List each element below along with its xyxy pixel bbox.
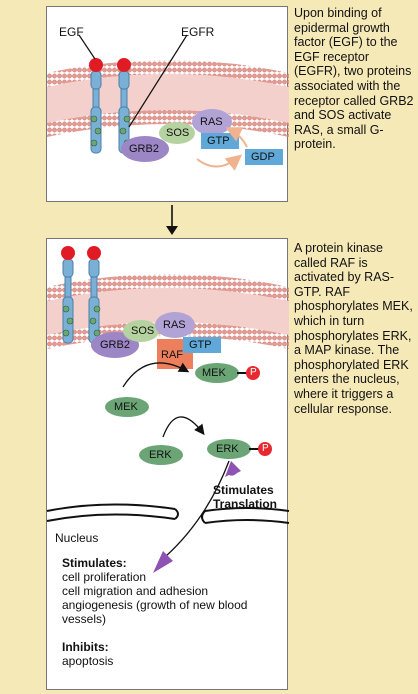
- inhibits-heading: Inhibits:: [62, 640, 109, 654]
- gtp-label: GTP: [207, 135, 230, 147]
- grb2-label: GRB2: [129, 143, 159, 155]
- gtp-box: [183, 337, 221, 353]
- stimulates-heading: Stimulates:: [62, 556, 127, 570]
- erk-label: ERK: [149, 449, 172, 461]
- egf-ligand-left: [61, 246, 75, 260]
- egf-label: EGF: [59, 25, 84, 39]
- translation-arrow: [225, 461, 241, 477]
- stimulates-translation-label-1: Stimulates: [213, 483, 274, 497]
- egf-pointer: [78, 34, 96, 60]
- inhibits-item: apoptosis: [62, 654, 114, 668]
- erk-phosphorylated-protein: [207, 439, 251, 459]
- cellular-response-list: Stimulates: cell proliferation cell migr…: [62, 556, 282, 668]
- mek-label: MEK: [114, 401, 138, 413]
- ras-protein: [192, 109, 232, 135]
- sos-protein: [123, 320, 159, 342]
- egf-ligand-left: [89, 58, 103, 72]
- mek-phosphorylated-label: MEK: [202, 367, 226, 379]
- cell-membrane: [47, 274, 289, 349]
- gdp-label: GDP: [251, 151, 275, 163]
- panel1-illustration: [47, 34, 289, 171]
- ras-label: RAS: [200, 116, 223, 128]
- egf-receptor-right: [117, 58, 131, 154]
- panel1-caption: Upon binding of epidermal growth factor …: [294, 6, 414, 152]
- erk-phosphate-label: P: [262, 443, 269, 454]
- raf-label: RAF: [161, 349, 183, 361]
- egf-ligand-right: [87, 246, 101, 260]
- nucleus-response-arrow: [153, 551, 173, 573]
- egfr-label: EGFR: [181, 25, 215, 39]
- mek-phosphorylated-protein: [195, 363, 239, 383]
- grb2-protein: [91, 332, 139, 358]
- stimulates-item: vessels): [62, 612, 107, 626]
- stimulates-translation-label-2: Translation: [213, 497, 278, 511]
- stimulates-item: angiogenesis (growth of new blood: [62, 598, 248, 612]
- erk-activation-arrow: [162, 416, 205, 438]
- panel-egf-binding: EGF EGFR GRB2 SOS RAS GTP GDP: [46, 6, 289, 202]
- gtp-label: GTP: [189, 339, 212, 351]
- erk-protein: [139, 445, 183, 465]
- mek-protein: [105, 397, 149, 417]
- erk-phosphate: [258, 442, 272, 456]
- mek-phosphate: [246, 366, 260, 380]
- nucleus-label: Nucleus: [55, 531, 99, 545]
- stimulates-item: cell proliferation: [62, 570, 147, 584]
- egfr-pointer: [128, 34, 188, 128]
- egf-ligand-right: [117, 58, 131, 72]
- gdp-gtp-exchange-arrow-2: [196, 154, 243, 171]
- nuclear-envelope: [46, 503, 290, 524]
- panel-mapk-cascade: GRB2 SOS RAS RAF GTP MEK MEK P ERK ERK P…: [46, 238, 290, 690]
- sos-protein: [159, 122, 195, 144]
- receptor-phosphates: [62, 305, 101, 337]
- sos-label: SOS: [166, 127, 190, 139]
- erk-phosphorylated-label: ERK: [216, 443, 239, 455]
- gdp-box: [245, 149, 283, 165]
- ras-label: RAS: [163, 319, 186, 331]
- panel2-illustration: [46, 246, 290, 573]
- gdp-gtp-exchange-arrow-1: [225, 127, 248, 148]
- mek-activation-arrow: [122, 362, 190, 388]
- panel2-caption: A protein kinase called RAF is activated…: [294, 241, 413, 416]
- stimulates-item: cell migration and adhesion: [62, 584, 209, 598]
- erk-to-nucleus-path: [164, 460, 230, 558]
- mek-phosphate-label: P: [250, 367, 257, 378]
- grb2-protein: [121, 136, 169, 162]
- sos-label: SOS: [131, 325, 155, 337]
- ras-protein: [155, 312, 195, 338]
- grb2-label: GRB2: [100, 339, 130, 351]
